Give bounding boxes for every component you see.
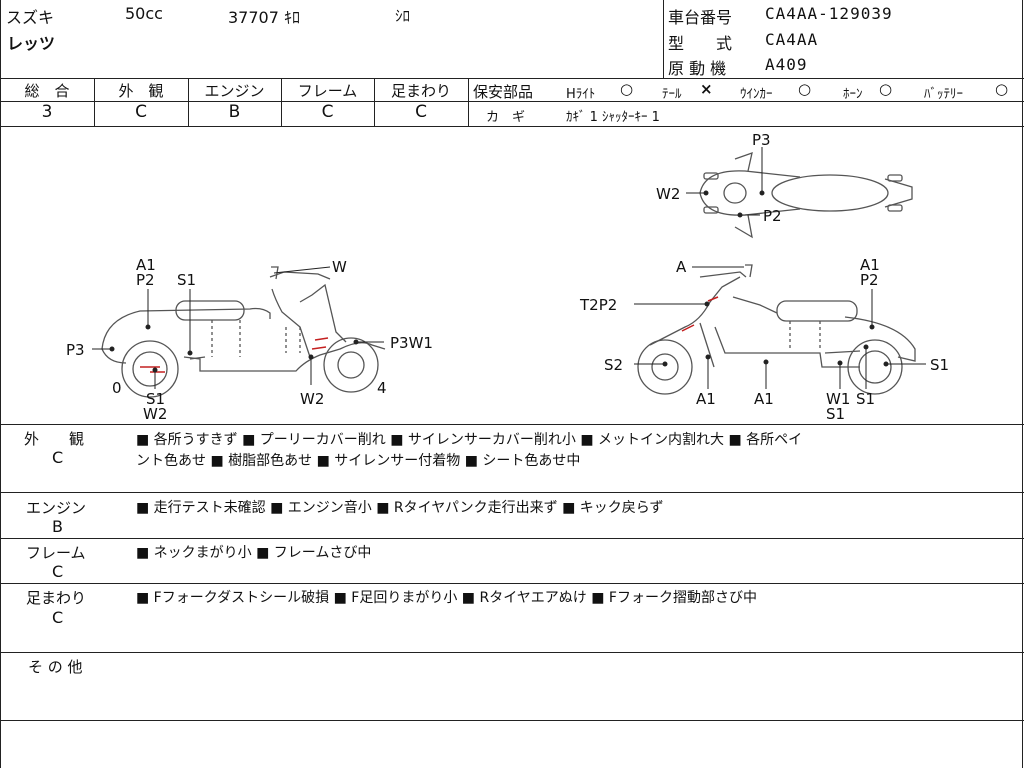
remark-suspension-label: 足まわり: [26, 589, 87, 607]
remark-divider-4: [0, 652, 1024, 653]
score-col-divider-4: [374, 78, 375, 126]
right-label-a: A: [676, 258, 687, 276]
left-label-p3: P3: [66, 341, 85, 359]
right-label-p2: P2: [860, 271, 879, 289]
left-border: [0, 0, 1, 768]
suspension-grade: C: [415, 102, 427, 122]
type-label: 型 式: [668, 34, 733, 53]
left-label-w2: W2: [300, 390, 324, 408]
overall-label: 総 合: [24, 82, 70, 100]
left-view-scooter: [101, 266, 386, 398]
right-label-s1-bottom: S1: [856, 390, 875, 408]
key-label: カ ギ: [486, 110, 526, 125]
exterior-score-label: 外 観: [118, 82, 164, 100]
remark-divider-2: [0, 538, 1024, 539]
top-label-p3: P3: [752, 131, 771, 149]
remark-exterior-line2: ント色あせ ■ 樹脂部色あせ ■ サイレンサー付着物 ■ シート色あせ中: [136, 453, 581, 469]
left-label-zero: 0: [112, 379, 122, 397]
top-label-p2: P2: [763, 207, 782, 225]
score-col-divider-5: [468, 78, 469, 126]
overall-grade: 3: [41, 102, 53, 122]
headlight-label: Hﾗｲﾄ: [566, 87, 596, 102]
horn-label: ﾎｰﾝ: [843, 87, 863, 102]
header-divider: [0, 78, 1024, 79]
engine-score-label: エンジン: [204, 82, 265, 100]
remark-other-label: そ の 他: [28, 658, 83, 676]
score-col-divider-1: [94, 78, 95, 126]
left-view-damage-marks: [140, 337, 329, 373]
winker-status: ○: [798, 80, 812, 98]
safety-parts-label: 保安部品: [473, 83, 534, 101]
left-label-p3w1: P3W1: [390, 334, 433, 352]
remark-divider-1: [0, 492, 1024, 493]
right-label-a1: A1: [860, 256, 880, 274]
damage-diagram: A1 P2 S1 W P3 P3W1 0 S1 W2 W2 4 A A1 P2 …: [66, 131, 949, 423]
left-label-w: W: [332, 258, 347, 276]
right-label-s1: S1: [930, 356, 949, 374]
right-view-damage-marks: [681, 296, 719, 332]
top-view-scooter: [699, 151, 913, 239]
remark-exterior-label: 外 観: [24, 430, 85, 448]
remark-exterior-grade: C: [52, 448, 64, 467]
horn-status: ○: [879, 80, 893, 98]
score-col-divider-2: [188, 78, 189, 126]
maker-name: スズキ: [6, 8, 55, 27]
remark-frame-grade: C: [52, 562, 64, 581]
diagram-bottom-divider: [0, 424, 1024, 425]
left-label-s1-bottom: S1: [146, 390, 165, 408]
score-col-divider-3: [281, 78, 282, 126]
right-label-w1: W1: [826, 390, 850, 408]
left-label-p2: P2: [136, 271, 155, 289]
remark-exterior-line1: ■ 各所うすきず ■ プーリーカバー削れ ■ サイレンサーカバー削れ小 ■ メッ…: [136, 432, 803, 448]
battery-label: ﾊﾞｯﾃﾘｰ: [924, 87, 963, 102]
right-label-s2: S2: [604, 356, 623, 374]
frame-no-label: 車台番号: [668, 8, 733, 27]
left-label-s1: S1: [177, 271, 196, 289]
frame-no: CA4AA-129039: [765, 4, 893, 23]
right-label-a1-bottom-2: A1: [754, 390, 774, 408]
remark-engine-line1: ■ 走行テスト未確認 ■ エンジン音小 ■ Rタイヤパンク走行出来ず ■ キック…: [136, 500, 664, 516]
type-value: CA4AA: [765, 30, 819, 49]
right-border: [1022, 0, 1023, 768]
right-view-scooter: [637, 264, 916, 395]
remark-engine-grade: B: [52, 517, 63, 536]
remark-suspension-line1: ■ Fフォークダストシール破損 ■ F足回りまがり小 ■ Rタイヤエアぬけ ■ …: [136, 590, 757, 606]
safety-divider: [468, 101, 1024, 102]
header-vertical-divider: [663, 0, 664, 78]
battery-status: ○: [995, 80, 1009, 98]
remark-frame-line1: ■ ネックまがり小 ■ フレームさび中: [136, 545, 372, 561]
left-label-a1: A1: [136, 256, 156, 274]
engine-grade: B: [228, 102, 241, 122]
right-label-t2p2: T2P2: [579, 296, 617, 314]
remark-suspension-grade: C: [52, 608, 64, 627]
remark-divider-5: [0, 720, 1024, 721]
key-value: ｶｷﾞ 1 ｼｬｯﾀｰｷｰ 1: [566, 110, 660, 125]
remark-divider-3: [0, 583, 1024, 584]
scores-bottom-divider: [0, 126, 1024, 127]
remark-engine-label: エンジン: [26, 499, 87, 517]
winker-label: ｳｲﾝｶｰ: [740, 87, 773, 102]
engine-model-label: 原 動 機: [668, 59, 727, 78]
score-label-divider: [0, 101, 468, 102]
engine-model: A409: [765, 55, 808, 74]
mileage: 37707 ｷﾛ: [228, 8, 300, 27]
top-label-w2: W2: [656, 185, 680, 203]
displacement: 50cc: [125, 4, 163, 23]
headlight-status: ○: [620, 80, 634, 98]
tail-status: ×: [700, 80, 713, 98]
left-label-w2-bottom: W2: [143, 405, 167, 423]
suspension-score-label: 足まわり: [390, 82, 451, 100]
left-label-four: 4: [377, 379, 387, 397]
right-label-a1-bottom-1: A1: [696, 390, 716, 408]
frame-grade: C: [321, 102, 334, 122]
model-name: レッツ: [7, 34, 56, 53]
frame-score-label: フレーム: [297, 82, 358, 100]
remark-frame-label: フレーム: [26, 544, 86, 562]
tail-label: ﾃｰﾙ: [662, 87, 682, 102]
exterior-grade: C: [135, 102, 147, 122]
body-color: ｼﾛ: [395, 7, 411, 25]
right-label-s1-bottom-2: S1: [826, 405, 845, 423]
